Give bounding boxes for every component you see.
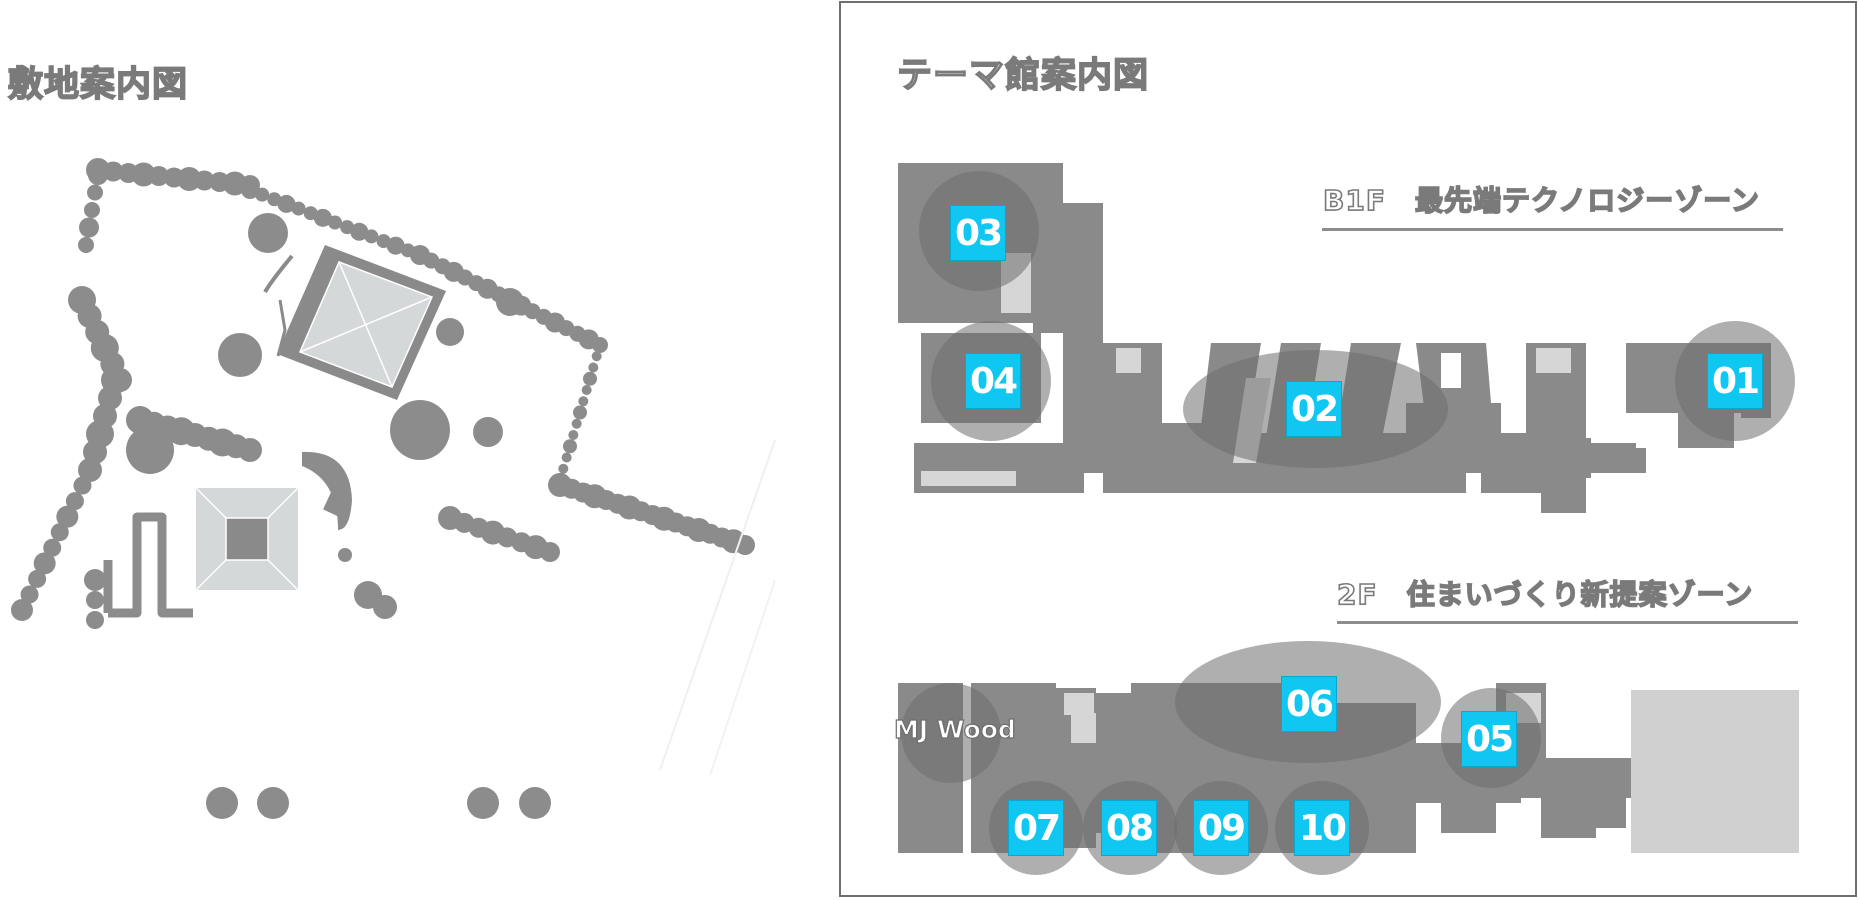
booth-badge-09[interactable]: 09 xyxy=(1193,800,1249,856)
tree xyxy=(194,170,215,191)
booth-badge-03[interactable]: 03 xyxy=(950,205,1006,261)
theme-hall-map-title: テーマ館案内図 xyxy=(896,55,1150,97)
tree xyxy=(84,569,106,591)
tree xyxy=(563,439,577,454)
booth-badge-02[interactable]: 02 xyxy=(1286,381,1342,437)
tree xyxy=(571,418,582,429)
tree xyxy=(561,452,572,463)
tree xyxy=(43,538,62,557)
zone-divider-2f xyxy=(1337,621,1798,624)
tree xyxy=(473,417,503,447)
pavilion-building[interactable] xyxy=(195,487,299,591)
zone-title-2f: 2F 住まいづくり新提案ゾーン xyxy=(1336,577,1754,612)
tree xyxy=(148,166,169,186)
tree xyxy=(241,181,259,199)
tree xyxy=(588,362,599,373)
site-map xyxy=(11,158,776,819)
tree xyxy=(65,492,84,511)
tree xyxy=(11,599,33,621)
tree xyxy=(84,202,100,218)
tree-cluster xyxy=(11,158,755,819)
tree xyxy=(581,385,592,395)
tree xyxy=(83,440,107,464)
tree xyxy=(87,184,103,201)
tree xyxy=(467,787,499,819)
booth-badge-08[interactable]: 08 xyxy=(1101,800,1157,856)
tree xyxy=(79,217,99,238)
garden-stone xyxy=(323,493,347,517)
tree xyxy=(578,396,589,407)
tree xyxy=(131,162,156,187)
tree xyxy=(591,351,602,362)
booth-badge-07[interactable]: 07 xyxy=(1008,800,1064,856)
tree xyxy=(364,229,379,244)
tree xyxy=(328,215,342,230)
tree xyxy=(56,505,79,528)
booth-badge-10[interactable]: 10 xyxy=(1294,800,1350,856)
tree xyxy=(573,405,587,420)
booth-badge-06[interactable]: 06 xyxy=(1281,676,1337,732)
booth-badge-04[interactable]: 04 xyxy=(965,353,1021,409)
tree xyxy=(238,438,262,462)
tree xyxy=(86,611,104,629)
booth-badge-01[interactable]: 01 xyxy=(1707,353,1763,409)
tree xyxy=(496,288,524,316)
tree xyxy=(218,333,262,377)
tree xyxy=(313,208,332,227)
tree xyxy=(291,201,306,216)
tree xyxy=(436,318,464,346)
tree xyxy=(222,171,247,196)
tree xyxy=(206,787,238,819)
tree xyxy=(78,237,94,253)
tree xyxy=(126,426,174,474)
tree xyxy=(373,595,397,619)
tree xyxy=(248,213,288,253)
theme-hall-building[interactable] xyxy=(263,245,446,400)
tree xyxy=(33,552,56,575)
tree xyxy=(98,386,122,410)
tree xyxy=(79,459,101,481)
tree xyxy=(593,338,607,352)
tree xyxy=(277,194,296,213)
tree xyxy=(338,548,352,562)
tree xyxy=(558,463,569,474)
tree xyxy=(540,542,560,562)
tree xyxy=(390,400,450,460)
mj-wood-label[interactable]: MJ Wood xyxy=(893,714,1016,744)
theme-hall-map-panel: テーマ館案内図 B1F 最先端テクノロジーゾーン 2F 住まいづくり新提案ゾーン xyxy=(839,1,1857,897)
tree xyxy=(177,167,202,191)
zone-title-b1f: B1F 最先端テクノロジーゾーン xyxy=(1322,183,1760,218)
booth-halo-mj-wood xyxy=(901,683,1001,783)
2f-open-area xyxy=(1631,690,1799,853)
hedge xyxy=(103,512,193,618)
tree xyxy=(20,585,39,604)
tree xyxy=(86,591,104,609)
garden-bed xyxy=(302,451,352,530)
tree xyxy=(386,236,405,255)
tree xyxy=(28,569,47,588)
tree xyxy=(88,165,108,185)
tree xyxy=(350,222,369,241)
tree xyxy=(519,787,551,819)
tree xyxy=(50,523,69,542)
tree xyxy=(255,187,270,202)
tree xyxy=(103,161,124,182)
tree xyxy=(257,787,289,819)
site-map-title: 敷地案内図 xyxy=(7,64,189,106)
zone-divider-b1f xyxy=(1322,228,1783,231)
tree xyxy=(73,476,92,495)
tree xyxy=(583,371,597,386)
tree xyxy=(568,430,579,440)
booth-badge-05[interactable]: 05 xyxy=(1461,711,1517,767)
